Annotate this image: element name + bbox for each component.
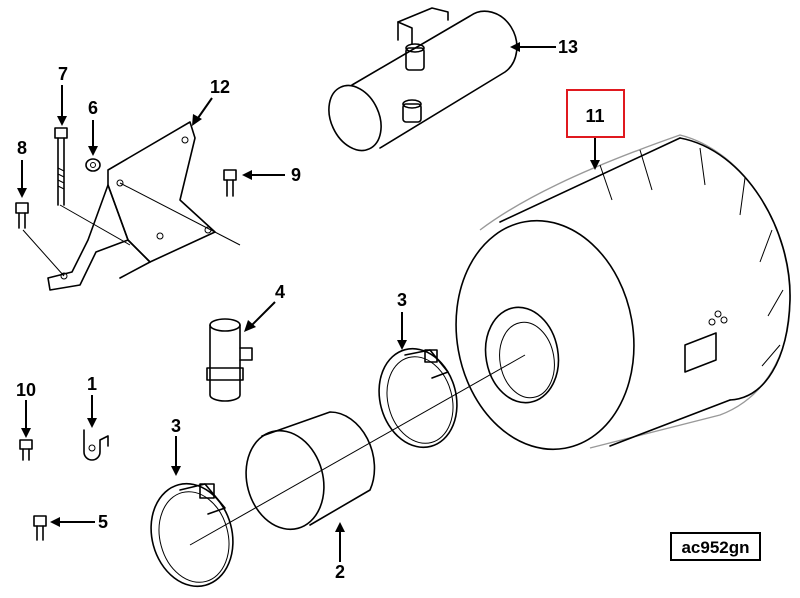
part-11-air-cleaner-housing: [455, 134, 791, 451]
part-3-clamp-lower: [150, 482, 234, 588]
part-7-bolt: [54, 127, 68, 206]
part-4-restriction-indicator: [206, 318, 253, 402]
part-8-bolt: [15, 202, 29, 229]
part-12-mounting-bracket: [22, 121, 241, 291]
part-3-clamp-upper: [378, 347, 458, 449]
callout-10: 10: [16, 380, 36, 400]
leader-arrows: [17, 42, 600, 562]
callout-1: 1: [87, 374, 97, 394]
callout-9: 9: [291, 165, 301, 185]
part-9-bolt: [223, 169, 237, 197]
drawing-code: ac952gn: [681, 538, 749, 557]
part-13-cylinder: [328, 7, 518, 152]
callout-13: 13: [558, 37, 578, 57]
callout-12: 12: [210, 77, 230, 97]
callout-3-upper: 3: [397, 290, 407, 310]
callout-2: 2: [335, 562, 345, 582]
callout-4: 4: [275, 282, 285, 302]
part-5-bolt: [33, 515, 47, 541]
callout-8: 8: [17, 138, 27, 158]
part-2-hose: [245, 411, 376, 531]
part-6-nut: [85, 158, 101, 172]
highlight-box: [566, 89, 625, 138]
callout-11: 11: [585, 106, 604, 126]
part-10-bolt: [19, 439, 33, 461]
callout-6: 6: [88, 98, 98, 118]
callout-5: 5: [98, 512, 108, 532]
callout-3-lower: 3: [171, 416, 181, 436]
part-1-clip: [83, 429, 109, 461]
callout-7: 7: [58, 64, 68, 84]
drawing-code-box: [670, 532, 761, 561]
